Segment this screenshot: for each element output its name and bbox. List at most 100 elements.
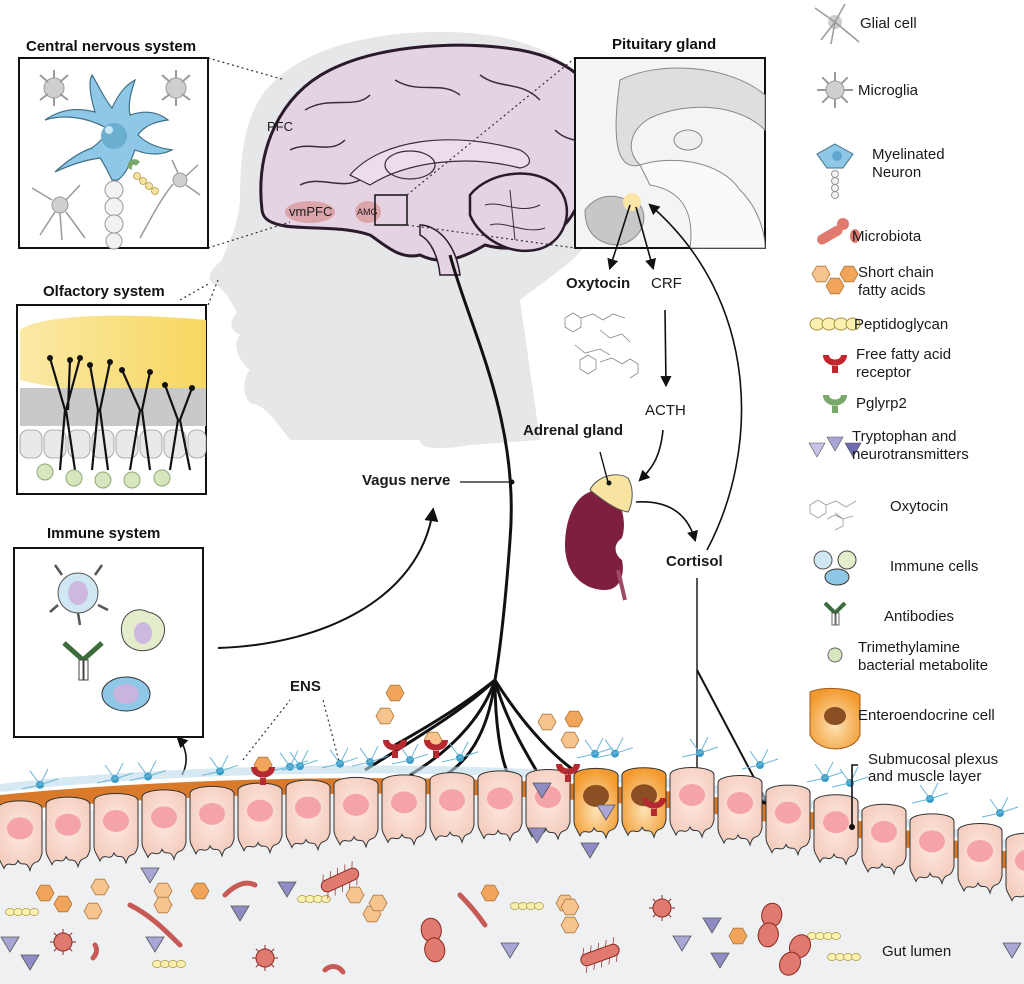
enteric-neuron <box>831 766 869 788</box>
oxytocin-label: Oxytocin <box>566 275 631 292</box>
epithelial-cell <box>429 772 475 844</box>
legend-label-enteroendocrine-cell: Enteroendocrine cell <box>858 707 995 724</box>
acth-label: ACTH <box>645 402 686 419</box>
epithelial-cell <box>45 796 91 869</box>
epithelial-cell <box>237 782 283 855</box>
legend-label-pglyrp2: Pglyrp2 <box>856 395 907 412</box>
tryptophan-triangle <box>710 952 730 969</box>
epithelial-cell <box>93 792 139 865</box>
vmpfc-label: vmPFC <box>289 204 333 219</box>
acth-to-adrenal-arrow <box>638 429 664 482</box>
short-chain-fatty-acid <box>53 895 73 913</box>
crf-to-acth-arrow <box>660 309 672 388</box>
short-chain-fatty-acid <box>480 884 500 902</box>
neuron-icon <box>44 73 174 250</box>
legend-label-trimethylamine: Trimethylamine bacterial metabolite <box>858 639 989 674</box>
tryptophan-triangle <box>230 905 250 922</box>
free-fatty-acid-receptor <box>251 767 275 785</box>
epithelial-cell <box>333 776 379 849</box>
short-chain-fatty-acids-icon <box>811 265 859 295</box>
tryptophan-triangle <box>580 842 600 859</box>
tryptophan-triangle <box>527 827 547 844</box>
lumen-contents <box>0 684 1022 976</box>
tryptophan-triangle <box>1002 942 1022 959</box>
tryptophan-icon <box>808 436 862 458</box>
epithelial-cell <box>813 794 859 866</box>
immune-panel-title: Immune system <box>47 525 161 542</box>
tryptophan-triangle <box>0 936 20 953</box>
pituitary-highlight <box>623 193 641 211</box>
peptidoglycan-icon <box>809 317 861 331</box>
epithelial-cell <box>189 785 235 858</box>
glial-cell-icon <box>31 159 201 241</box>
pfc-label: PFC <box>267 119 293 134</box>
bacterium-spiral <box>322 964 346 975</box>
short-chain-fatty-acid <box>35 884 55 902</box>
pituitary-zoom-box <box>374 194 408 226</box>
microglia-icon <box>39 70 191 106</box>
glial-cell-icon <box>814 3 860 45</box>
short-chain-fatty-acid <box>560 898 580 916</box>
short-chain-fatty-acid <box>385 684 405 702</box>
legend-label-oxytocin-molecule: Oxytocin <box>890 498 949 515</box>
free-fatty-acid-receptor <box>424 740 448 758</box>
tryptophan-triangle <box>702 917 722 934</box>
short-chain-fatty-acid <box>560 916 580 934</box>
immune-cells-icon <box>813 550 857 586</box>
peptidoglycan <box>807 932 841 940</box>
immune-to-brain-arrow <box>217 507 439 649</box>
legend-label-myelinated-neuron: Myelinated Neuron <box>872 146 945 181</box>
legend-icons <box>808 3 862 750</box>
antibodies-icon <box>823 601 847 626</box>
free-fatty-acid-receptor <box>383 740 407 758</box>
tryptophan-triangle <box>500 942 520 959</box>
gut <box>0 684 1024 984</box>
immune-panel <box>13 547 204 738</box>
short-chain-fatty-acid <box>728 927 748 945</box>
microglia-icon <box>817 72 853 108</box>
tryptophan-triangle <box>20 954 40 971</box>
kidney <box>565 490 627 601</box>
enteric-neuron <box>741 748 779 770</box>
enteric-neuron <box>201 755 239 776</box>
peptidoglycan <box>827 953 861 961</box>
legend-label-microbiota: Microbiota <box>852 228 922 245</box>
short-chain-fatty-acid <box>153 882 173 900</box>
trimethylamine-icon <box>827 647 843 663</box>
gut-lumen-label: Gut lumen <box>882 943 952 960</box>
ens-label: ENS <box>290 678 321 695</box>
enteric-neuron <box>911 782 949 804</box>
short-chain-fatty-acid <box>90 878 110 896</box>
peptidoglycan <box>297 895 331 903</box>
enteric-neuron <box>596 737 634 759</box>
short-chain-fatty-acid <box>368 894 388 912</box>
bacterium-rod <box>320 861 360 899</box>
cns-panel-title: Central nervous system <box>26 38 197 55</box>
cortisol-label: Cortisol <box>666 553 723 570</box>
adrenal-gland-label: Adrenal gland <box>523 422 624 439</box>
bacterium-coccus <box>252 945 278 971</box>
adrenal-pointer-line <box>599 451 609 483</box>
epithelial-cell <box>0 800 43 873</box>
bacterium-spiral <box>222 880 258 898</box>
short-chain-fatty-acid <box>560 731 580 749</box>
epithelial-cell <box>765 784 811 857</box>
tryptophan-triangle <box>672 935 692 952</box>
peptidoglycan <box>510 902 544 910</box>
enteric-neuron <box>281 749 319 771</box>
enteroendocrine-cell <box>573 767 619 840</box>
epithelial-cell <box>861 803 907 876</box>
pituitary-panel-title: Pituitary gland <box>612 36 717 53</box>
peptidoglycan <box>152 960 186 968</box>
legend-label-antibodies: Antibodies <box>884 608 955 625</box>
epithelial-cell <box>957 823 1003 895</box>
vagus-nerve-label: Vagus nerve <box>362 472 451 489</box>
antibody-icon <box>62 641 104 681</box>
cns-panel <box>18 57 209 250</box>
enteric-neurons <box>21 736 1019 818</box>
enteric-neuron <box>351 745 389 767</box>
free-fatty-acid-receptor <box>642 798 666 816</box>
brain <box>259 43 607 276</box>
enteric-neuron <box>321 747 359 769</box>
enteric-neuron <box>681 736 719 758</box>
